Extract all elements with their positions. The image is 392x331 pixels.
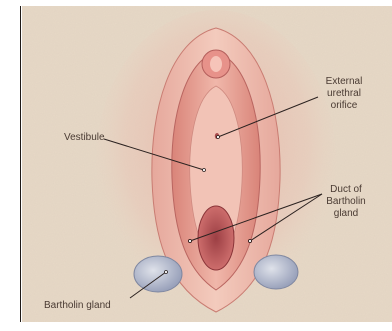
bartholin-gland-left: [134, 256, 182, 292]
label-line: urethral: [318, 88, 370, 100]
label-external-urethral-orifice: External urethral orifice: [318, 76, 370, 112]
vaginal-opening: [198, 206, 234, 270]
label-vestibule: Vestibule: [64, 132, 105, 144]
bartholin-gland-right: [254, 255, 298, 289]
label-bartholin-gland: Bartholin gland: [44, 300, 111, 312]
left-margin: [0, 0, 22, 326]
label-line: orifice: [318, 100, 370, 112]
label-line: External: [318, 76, 370, 88]
label-line: Bartholin: [316, 196, 376, 208]
label-duct-of-bartholin-gland: Duct of Bartholin gland: [316, 184, 376, 220]
left-border: [20, 6, 21, 322]
label-line: gland: [316, 208, 376, 220]
label-line: Duct of: [316, 184, 376, 196]
